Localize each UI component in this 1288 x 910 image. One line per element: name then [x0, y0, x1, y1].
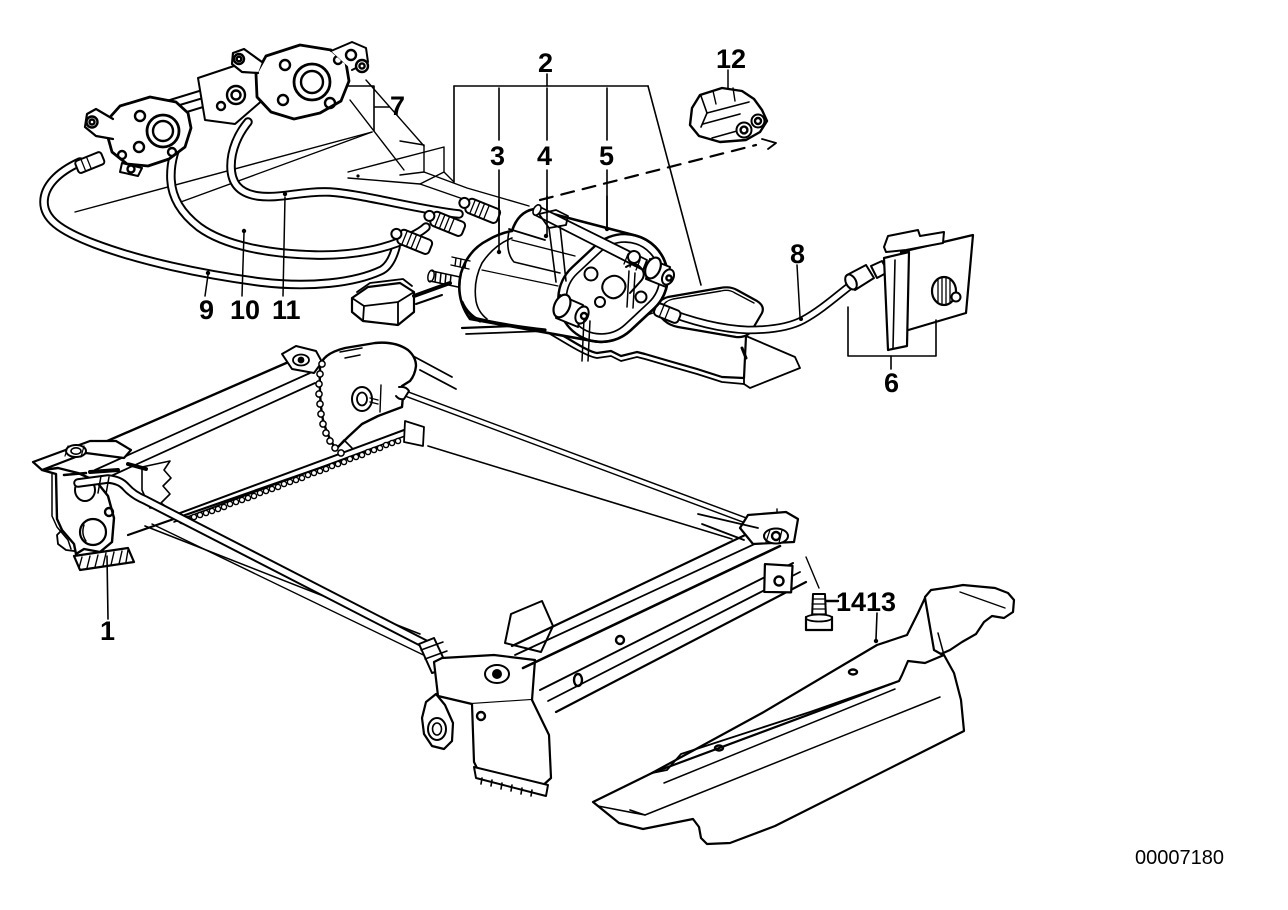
svg-text:5: 5	[599, 141, 614, 171]
svg-text:11: 11	[272, 295, 301, 325]
svg-text:2: 2	[538, 48, 553, 78]
svg-text:14: 14	[836, 587, 866, 617]
svg-text:12: 12	[716, 44, 746, 74]
svg-text:13: 13	[866, 587, 896, 617]
svg-text:10: 10	[230, 295, 260, 325]
svg-text:1: 1	[100, 616, 115, 646]
svg-text:3: 3	[490, 141, 505, 171]
svg-text:4: 4	[537, 141, 552, 171]
svg-text:00007180: 00007180	[1135, 847, 1224, 869]
svg-text:9: 9	[199, 295, 214, 325]
svg-text:7: 7	[390, 91, 405, 121]
svg-text:6: 6	[884, 368, 899, 398]
svg-text:8: 8	[790, 239, 805, 269]
